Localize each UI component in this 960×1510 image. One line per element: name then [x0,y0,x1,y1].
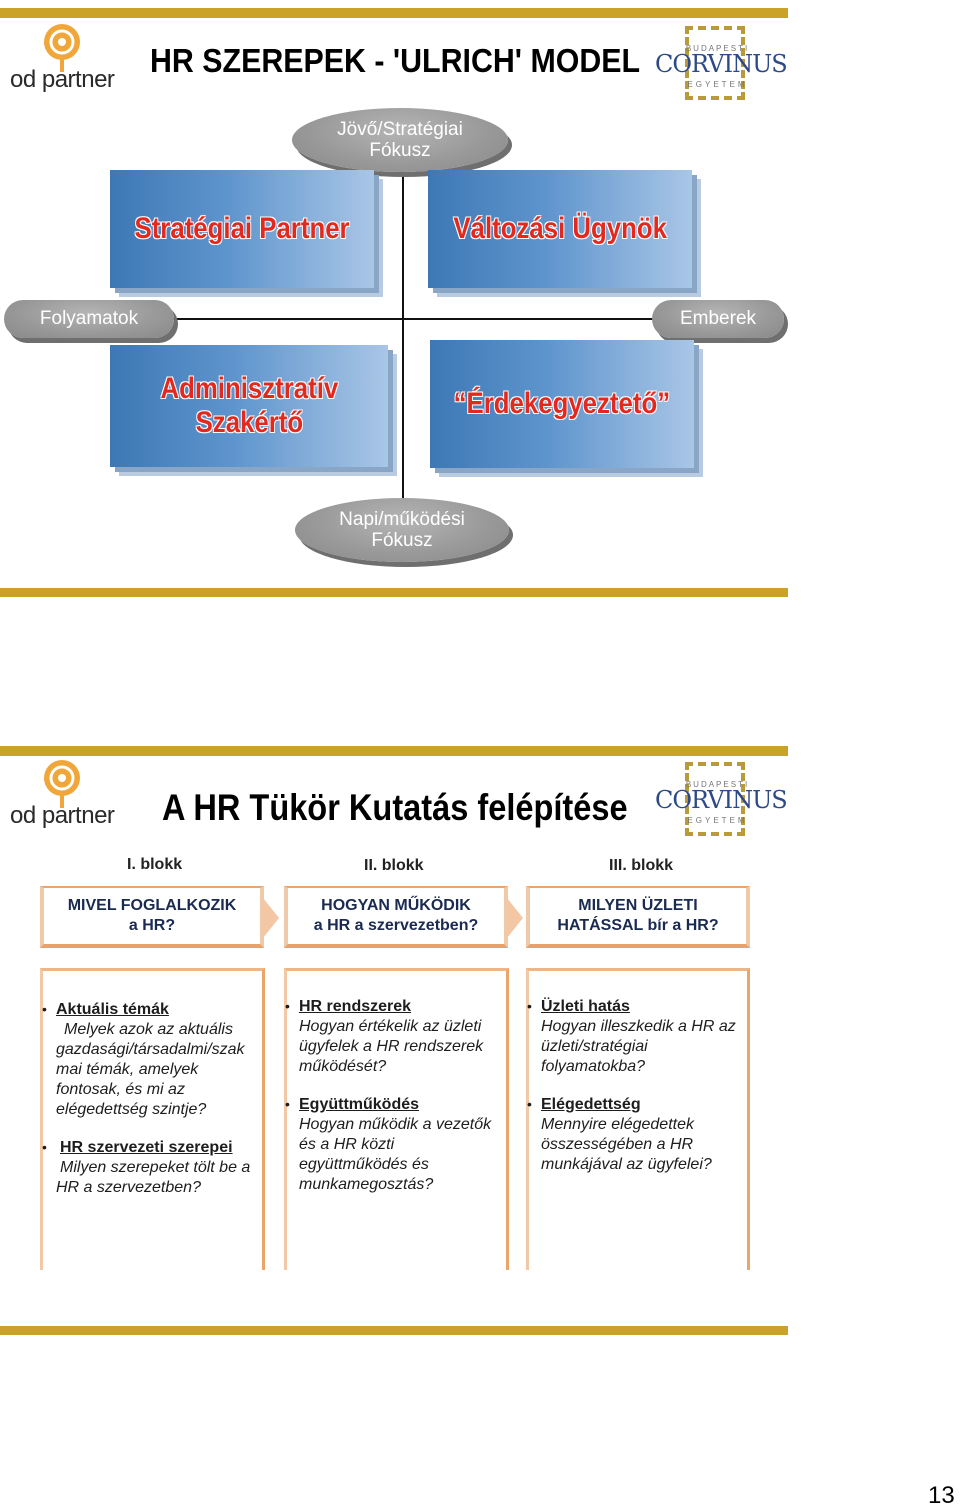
block-2-label: II. blokk [364,857,424,874]
quadrant-admin-expert: Adminisztratív Szakértő [110,345,388,467]
corvinus-logo-2: BUDAPESTI CORVINUS EGYETEM [655,762,788,842]
slide2-top-gold-bar [0,746,788,756]
people-pill: Emberek [652,300,784,338]
block-2-item-1-head: HR rendszerek [299,998,412,1015]
corvinus-top-text: BUDAPESTI [685,780,750,789]
block-3-items: Üzleti hatás Hogyan illeszkedik a HR az … [527,996,745,1175]
block-1-item-2-question: Milyen szerepeket tölt be a HR a szervez… [56,1159,251,1196]
corvinus-top-text: BUDAPESTI [685,44,750,53]
horizontal-axis-line [160,318,680,320]
block-3-item-2-head: Elégedettség [541,1096,641,1113]
block-1-label: I. blokk [127,856,183,873]
block-2-items: HR rendszerek Hogyan értékelik az üzleti… [285,996,501,1195]
quadrant-change-agent-label: Változási Ügynök [453,212,667,245]
block-3-item-1: Üzleti hatás Hogyan illeszkedik a HR az … [527,996,745,1077]
vertical-axis-line [402,150,404,515]
block-1-items: Aktuális témák Melyek azok az aktuális g… [42,999,258,1198]
slide1-bottom-gold-bar [0,588,788,597]
corvinus-frame-icon [685,762,745,836]
block-2-header-line1: HOGYAN MŰKÖDIK [321,897,471,914]
corvinus-logo: BUDAPESTI CORVINUS EGYETEM [655,26,788,106]
block-3-item-1-question: Hogyan illeszkedik a HR az üzleti/straté… [541,1018,736,1075]
focus-operational-line2: Fókusz [371,530,433,551]
corvinus-bottom-text: EGYETEM [687,816,748,825]
block-3-label: III. blokk [609,857,674,874]
quadrant-change-agent: Változási Ügynök [428,170,692,288]
block-2-item-2: Együttműködés Hogyan működik a vezetők é… [285,1094,501,1195]
block-3-header-line2: HATÁSSAL bír a HR? [557,917,719,934]
block-2-header-line2: a HR a szervezetben? [313,917,479,934]
block-3-item-2: Elégedettség Mennyire elégedettek összes… [527,1094,745,1175]
slide2-bottom-gold-bar [0,1326,788,1335]
corvinus-name: CORVINUS [655,50,788,78]
block-2-item-2-question: Hogyan működik a vezetők és a HR közti e… [299,1116,492,1193]
block-1-header-line1: MIVEL FOGLALKOZIK [67,897,237,914]
block-2-item-1: HR rendszerek Hogyan értékelik az üzleti… [285,996,501,1077]
quadrant-admin-expert-line2: Szakértő [195,406,303,439]
block-1-item-2-head: HR szervezeti szerepei [60,1139,233,1156]
slide1-title: HR SZEREPEK - 'ULRICH' MODEL [150,42,641,79]
od-partner-wordmark: od partner [10,802,115,829]
od-partner-logo: od partner [6,22,121,93]
block-3-header-line1: MILYEN ÜZLETI [578,897,698,914]
quadrant-strategic-partner: Stratégiai Partner [110,170,374,288]
focus-strategic-pill: Jövő/Stratégiai Fókusz [292,108,508,172]
block-1-arrow-icon [263,898,279,938]
quadrant-employee-champion: “Érdekegyeztető” [430,340,694,468]
block-1-header-line2: a HR? [128,917,176,934]
focus-operational-line1: Napi/működési [339,509,465,530]
block-1-header: MIVEL FOGLALKOZIK a HR? [40,886,264,948]
top-gold-bar [0,8,788,18]
corvinus-bottom-text: EGYETEM [687,80,748,89]
slide2-title: A HR Tükör Kutatás felépítése [162,787,628,828]
corvinus-name: CORVINUS [655,786,788,814]
block-2-header: HOGYAN MŰKÖDIK a HR a szervezetben? [284,886,508,948]
block-2-arrow-icon [507,898,523,938]
block-3-item-2-question: Mennyire elégedettek összességében a HR … [541,1116,712,1173]
quadrant-admin-expert-line1: Adminisztratív [160,372,338,405]
block-1-item-1: Aktuális témák Melyek azok az aktuális g… [42,999,258,1120]
block-2-item-2-head: Együttműködés [299,1096,420,1113]
page-number: 13 [928,1482,955,1509]
corvinus-frame-icon [685,26,745,100]
od-partner-logo-2: od partner [6,758,121,829]
quadrant-strategic-partner-label: Stratégiai Partner [134,212,350,245]
focus-strategic-line2: Fókusz [369,140,431,161]
people-label: Emberek [679,308,757,329]
od-partner-flower-icon [44,760,80,808]
focus-operational-pill: Napi/működési Fókusz [295,498,509,562]
block-2-item-1-question: Hogyan értékelik az üzleti ügyfelek a HR… [299,1018,484,1075]
od-partner-flower-icon [44,24,80,72]
quadrant-employee-champion-label: “Érdekegyeztető” [453,387,671,420]
block-3-item-1-head: Üzleti hatás [541,998,630,1015]
focus-strategic-line1: Jövő/Stratégiai [337,119,463,140]
processes-pill: Folyamatok [4,300,174,338]
block-1-item-1-question: Melyek azok az aktuális gazdasági/társad… [56,1021,245,1118]
block-3-header: MILYEN ÜZLETI HATÁSSAL bír a HR? [526,886,750,948]
od-partner-wordmark: od partner [10,66,115,93]
processes-label: Folyamatok [39,308,139,329]
block-1-item-1-head: Aktuális témák [56,1001,169,1018]
block-1-item-2: HR szervezeti szerepei Milyen szerepeket… [42,1137,258,1198]
